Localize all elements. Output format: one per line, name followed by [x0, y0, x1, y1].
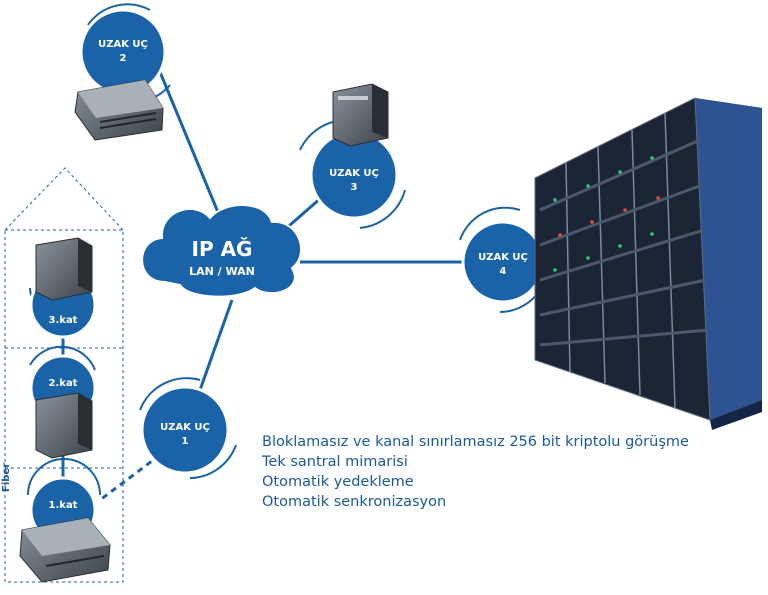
link-fiber-dashed [99, 453, 161, 502]
node-4-number: 4 [500, 266, 507, 277]
link-node-2 [158, 71, 224, 223]
floor-1-label: 1.kat [49, 500, 78, 511]
floor-3-label: 3.kat [49, 315, 78, 326]
feature-item: Otomatik senkronizasyon [262, 494, 447, 510]
fiber-label: Fiber [1, 463, 12, 492]
building-outline [4, 167, 124, 583]
remote-node-1: UZAK UÇ 1 [139, 377, 237, 479]
floor-2-label: 2.kat [49, 378, 78, 389]
feature-list: Bloklamasız ve kanal sınırlamasız 256 bi… [262, 432, 689, 512]
network-subtitle: LAN / WAN [189, 265, 255, 278]
node-3-number: 3 [351, 182, 358, 193]
remote-node-4: UZAK UÇ 4 [459, 206, 545, 313]
feature-item: Tek santral mimarisi [262, 454, 408, 470]
ip-network-cloud: IP AĞ LAN / WAN [141, 204, 302, 298]
node-1-number: 1 [182, 436, 189, 447]
server-floor-3 [35, 237, 93, 301]
server-rack-cabinets [534, 97, 762, 430]
node-4-label: UZAK UÇ [478, 252, 528, 263]
feature-item: Bloklamasız ve kanal sınırlamasız 256 bi… [262, 434, 689, 450]
node-1-label: UZAK UÇ [160, 422, 210, 433]
server-node-2 [74, 79, 164, 141]
link-node-1 [198, 299, 234, 391]
server-floor-1 [19, 517, 111, 583]
server-floor-2 [35, 392, 93, 459]
node-2-label: UZAK UÇ [98, 39, 148, 50]
network-title: IP AĞ [192, 237, 253, 261]
feature-item: Otomatik yedekleme [262, 474, 414, 490]
node-2-number: 2 [120, 53, 127, 64]
node-3-label: UZAK UÇ [329, 168, 379, 179]
server-node-3 [332, 83, 389, 147]
